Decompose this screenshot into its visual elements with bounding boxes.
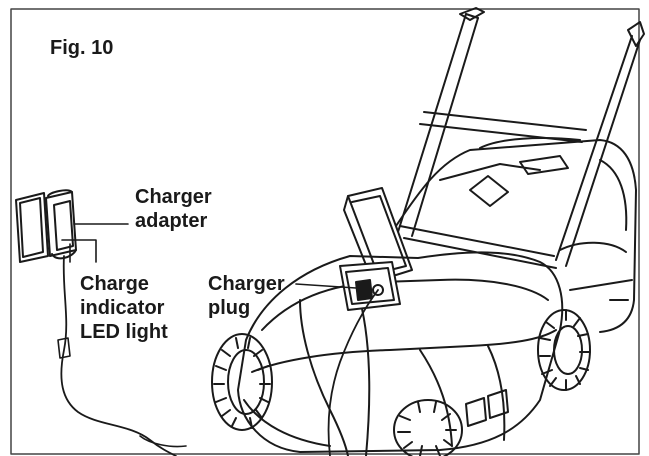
charger-plug-label: Charger plug <box>208 272 285 320</box>
charger-adapter-label: Charger adapter <box>135 185 212 233</box>
charge-indicator-label-line-2: indicator <box>80 297 165 319</box>
charge-indicator-label: Charge indicator LED light <box>80 272 168 344</box>
front-left-wheel <box>211 333 273 431</box>
charger-adapter-label-line-1: Charger <box>135 186 212 208</box>
charge-indicator-label-line-1: Charge <box>80 273 149 295</box>
rear-right-wheel <box>537 309 591 391</box>
figure-border <box>10 8 640 455</box>
charger-plug-label-line-2: plug <box>208 297 251 319</box>
mower-handle <box>397 7 645 269</box>
front-right-wheel <box>393 399 463 456</box>
charger-plug-label-line-1: Charger <box>208 273 285 295</box>
mower-body <box>237 251 564 456</box>
charger-plug-icon <box>295 261 401 456</box>
figure-title: Fig. 10 <box>50 37 114 59</box>
charger-adapter-icon <box>15 189 129 263</box>
grass-collector <box>395 137 637 333</box>
charge-indicator-label-line-3: LED light <box>80 321 168 343</box>
charger-adapter-label-line-2: adapter <box>135 210 208 232</box>
